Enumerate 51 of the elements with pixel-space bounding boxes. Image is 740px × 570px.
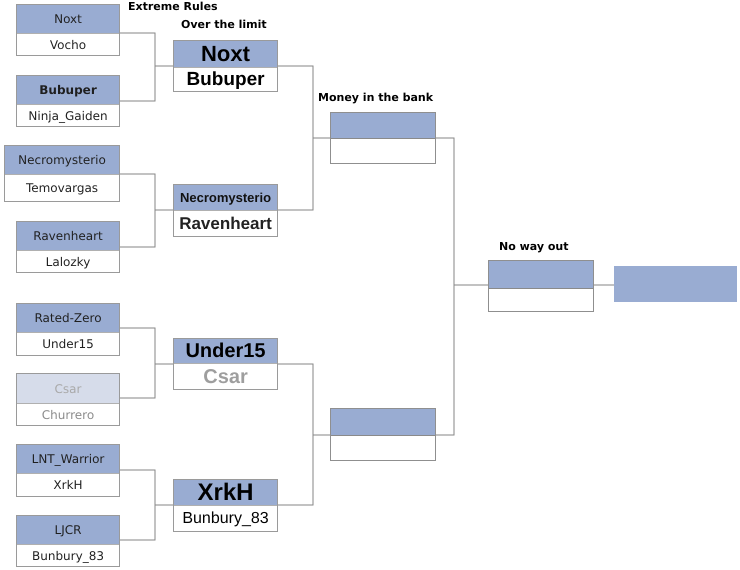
connector-line bbox=[120, 504, 174, 540]
player-name: Ravenheart bbox=[33, 230, 103, 242]
player-name: Csar bbox=[54, 382, 82, 394]
match-box bbox=[16, 4, 120, 56]
player-name: Csar bbox=[203, 366, 248, 386]
player-name: XrkH bbox=[197, 480, 254, 504]
connector-line bbox=[120, 210, 174, 248]
player-name: Bunbury_83 bbox=[32, 550, 104, 562]
match-box bbox=[173, 184, 278, 237]
player-name: Rated-Zero bbox=[34, 312, 102, 324]
round-title: Over the limit bbox=[181, 19, 267, 30]
match-box bbox=[16, 373, 120, 426]
player-name: Under15 bbox=[185, 341, 266, 361]
player-name: Bubuper bbox=[186, 70, 265, 89]
match-box bbox=[16, 75, 120, 127]
match-box bbox=[4, 145, 120, 202]
connector-line bbox=[278, 434, 330, 506]
player-name: Churrero bbox=[42, 408, 94, 420]
match-box bbox=[330, 408, 436, 461]
match-box bbox=[16, 444, 120, 497]
player-name: Noxt bbox=[201, 43, 250, 65]
match-box bbox=[173, 479, 278, 532]
match-box bbox=[16, 221, 120, 273]
match-box bbox=[16, 303, 120, 356]
player-name: Under15 bbox=[42, 338, 94, 350]
connector-line bbox=[120, 364, 174, 398]
round-title: Money in the bank bbox=[318, 92, 434, 103]
connector-line bbox=[594, 284, 614, 286]
round-title: Extreme Rules bbox=[128, 1, 218, 12]
connector-line bbox=[436, 284, 488, 436]
player-name: Noxt bbox=[54, 13, 82, 25]
winner-bar bbox=[614, 266, 737, 302]
match-box bbox=[173, 338, 278, 390]
connector-line bbox=[120, 66, 174, 102]
player-name: XrkH bbox=[53, 479, 83, 491]
match-box bbox=[488, 260, 594, 312]
player-name: Ninja_Gaiden bbox=[28, 110, 108, 122]
player-name: Lalozky bbox=[46, 256, 90, 268]
player-name: Bunbury_83 bbox=[182, 510, 269, 526]
match-box bbox=[16, 515, 120, 567]
connector-line bbox=[278, 138, 330, 210]
player-name: Ravenheart bbox=[179, 215, 272, 232]
player-name: Bubuper bbox=[39, 84, 97, 96]
player-name: LJCR bbox=[54, 524, 82, 536]
player-name: Necromysterio bbox=[180, 191, 272, 204]
player-name: LNT_Warrior bbox=[32, 453, 104, 465]
player-name: Vocho bbox=[50, 38, 86, 50]
match-box bbox=[330, 112, 436, 164]
player-name: Necromysterio bbox=[18, 154, 106, 166]
player-name: Temovargas bbox=[26, 182, 98, 194]
match-box bbox=[173, 40, 278, 92]
